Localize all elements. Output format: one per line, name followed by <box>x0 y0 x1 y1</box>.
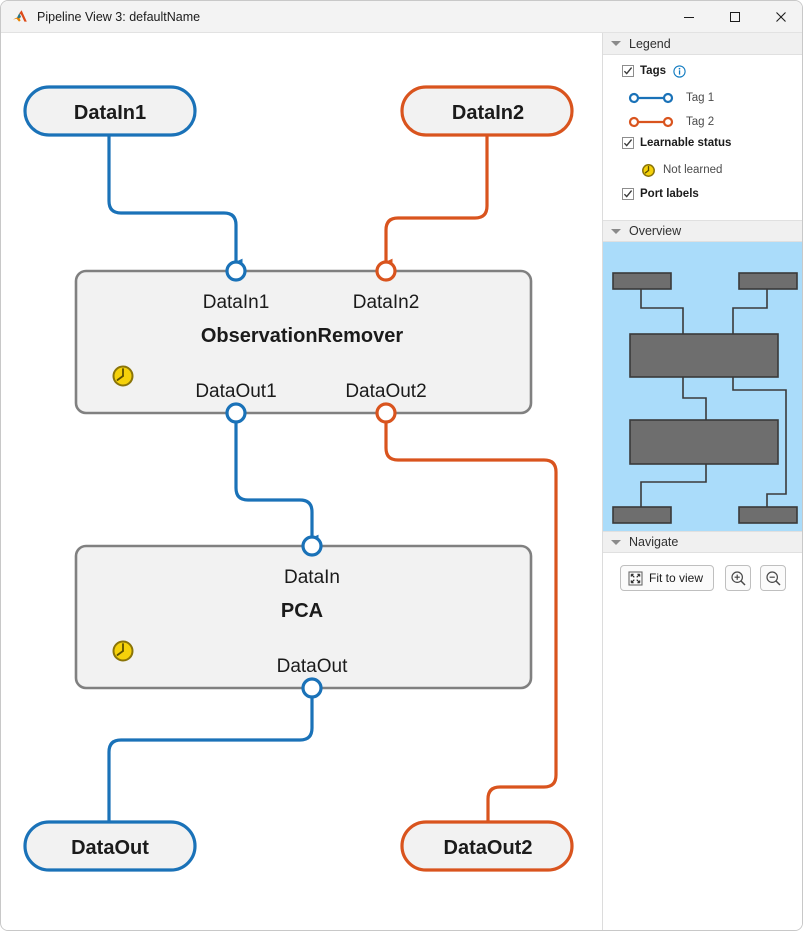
window-controls <box>666 1 802 33</box>
pill-datain2-label: DataIn2 <box>452 102 524 124</box>
legend-body: Tags Tag 1 <box>603 55 802 220</box>
wire-pca-to-dataout-pill <box>107 686 314 838</box>
window-title: Pipeline View 3: defaultName <box>37 9 201 24</box>
navigate-section-title: Navigate <box>629 535 679 549</box>
zoom-out-button[interactable] <box>760 565 786 591</box>
overview-section-header[interactable]: Overview <box>603 220 802 242</box>
wire-dataout2-to-dataout2-pill <box>384 411 558 838</box>
pipeline-canvas[interactable]: DataIn1 DataIn2 ObservationRemover DataI… <box>2 33 602 930</box>
chevron-down-icon[interactable] <box>611 539 621 545</box>
overview-node <box>612 506 672 524</box>
legend-tag-item: Tag 2 <box>603 111 802 133</box>
tag2-label: Tag 2 <box>686 116 715 128</box>
navigate-section-header[interactable]: Navigate <box>603 531 802 553</box>
title-bar: Pipeline View 3: defaultName <box>1 1 802 33</box>
learnable-status-label: Learnable status <box>640 137 732 149</box>
pill-datain1-label: DataIn1 <box>74 102 146 124</box>
pill-dataout2-label: DataOut2 <box>444 837 533 859</box>
port-block1-out2[interactable] <box>375 402 397 424</box>
port-block1-in1[interactable] <box>225 260 247 282</box>
minimize-button[interactable] <box>666 1 712 33</box>
port-label-block1-out1: DataOut1 <box>195 381 276 402</box>
pill-datain1[interactable]: DataIn1 <box>23 85 197 137</box>
not-learned-clock-icon <box>112 640 134 662</box>
legend-status-item: Not learned <box>603 159 802 181</box>
pill-dataout[interactable]: DataOut <box>23 820 197 872</box>
legend-section-title: Legend <box>629 36 671 51</box>
block-observationremover[interactable]: ObservationRemover DataIn1 DataIn2 DataO… <box>74 260 533 424</box>
overview-minimap[interactable] <box>603 242 802 531</box>
chevron-down-icon[interactable] <box>611 41 621 46</box>
overview-node <box>738 272 798 290</box>
close-button[interactable] <box>758 1 802 33</box>
fit-to-view-label: Fit to view <box>649 571 704 585</box>
port-label-block2-out: DataOut <box>277 656 348 677</box>
pill-dataout-label: DataOut <box>71 837 149 859</box>
port-block2-in[interactable] <box>301 535 323 557</box>
pill-dataout2[interactable]: DataOut2 <box>400 820 574 872</box>
legend-section-header[interactable]: Legend <box>603 33 802 55</box>
wire-dataout1-to-pca <box>234 411 319 542</box>
port-block1-out1[interactable] <box>225 402 247 424</box>
port-label-block2-in: DataIn <box>284 567 340 588</box>
tag2-swatch-icon <box>628 115 674 129</box>
fit-to-view-button[interactable]: Fit to view <box>620 565 715 591</box>
zoom-in-icon <box>730 570 747 587</box>
overview-node <box>629 419 779 465</box>
learnable-status-checkbox[interactable] <box>622 137 634 149</box>
wire-datain1-to-block1 <box>107 134 243 266</box>
tags-label: Tags <box>640 65 666 77</box>
not-learned-label: Not learned <box>663 164 723 176</box>
zoom-out-icon <box>765 570 782 587</box>
tags-checkbox[interactable] <box>622 65 634 77</box>
block-pca[interactable]: PCA DataIn DataOut <box>74 535 533 699</box>
overview-node <box>629 333 779 378</box>
matlab-logo-icon <box>12 9 28 25</box>
navigate-body: Fit to view <box>603 553 802 591</box>
port-label-block1-in1: DataIn1 <box>203 292 270 313</box>
port-block2-out[interactable] <box>301 677 323 699</box>
legend-learnable-status-row[interactable]: Learnable status <box>603 135 802 151</box>
clock-icon <box>641 163 656 178</box>
chevron-down-icon[interactable] <box>611 228 621 234</box>
side-panel: Legend Tags <box>602 33 802 930</box>
tag1-label: Tag 1 <box>686 92 715 104</box>
legend-tag-item: Tag 1 <box>603 87 802 109</box>
tag1-swatch-icon <box>628 91 674 105</box>
maximize-button[interactable] <box>712 1 758 33</box>
legend-port-labels-row[interactable]: Port labels <box>603 186 802 202</box>
port-label-block1-in2: DataIn2 <box>353 292 420 313</box>
port-labels-checkbox[interactable] <box>622 188 634 200</box>
port-labels-label: Port labels <box>640 188 699 200</box>
overview-section-title: Overview <box>629 224 682 238</box>
block-pca-title: PCA <box>281 600 323 622</box>
wire-datain2-to-block1 <box>384 134 489 266</box>
legend-tags-row[interactable]: Tags <box>603 63 802 79</box>
block-observationremover-title: ObservationRemover <box>201 325 404 347</box>
not-learned-clock-icon <box>112 365 134 387</box>
overview-node <box>612 272 672 290</box>
port-label-block1-out2: DataOut2 <box>345 381 426 402</box>
overview-node <box>738 506 798 524</box>
info-circle-icon[interactable] <box>673 64 686 78</box>
pill-datain2[interactable]: DataIn2 <box>400 85 574 137</box>
fit-to-view-icon <box>628 570 643 586</box>
port-block1-in2[interactable] <box>375 260 397 282</box>
zoom-in-button[interactable] <box>725 565 751 591</box>
